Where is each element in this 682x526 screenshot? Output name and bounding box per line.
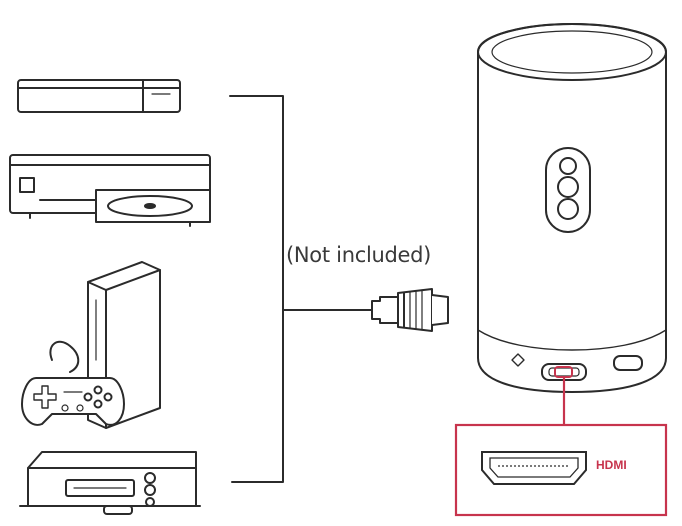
set-top-box-icon	[19, 451, 201, 515]
projector-port-usb	[613, 355, 643, 371]
hdmi-callout	[454, 366, 668, 517]
hdmi-label: HDMI	[596, 458, 627, 472]
hdmi-plug-icon	[371, 288, 449, 332]
projector-icon	[477, 23, 667, 393]
cable-note: (Not included)	[286, 243, 432, 267]
projector-port-dc	[511, 353, 525, 367]
connector-bracket	[229, 95, 373, 483]
streaming-stick-icon	[17, 79, 181, 113]
disc-player-icon	[9, 154, 211, 227]
game-console-icon	[21, 261, 161, 429]
hdmi-port-icon	[481, 451, 587, 485]
